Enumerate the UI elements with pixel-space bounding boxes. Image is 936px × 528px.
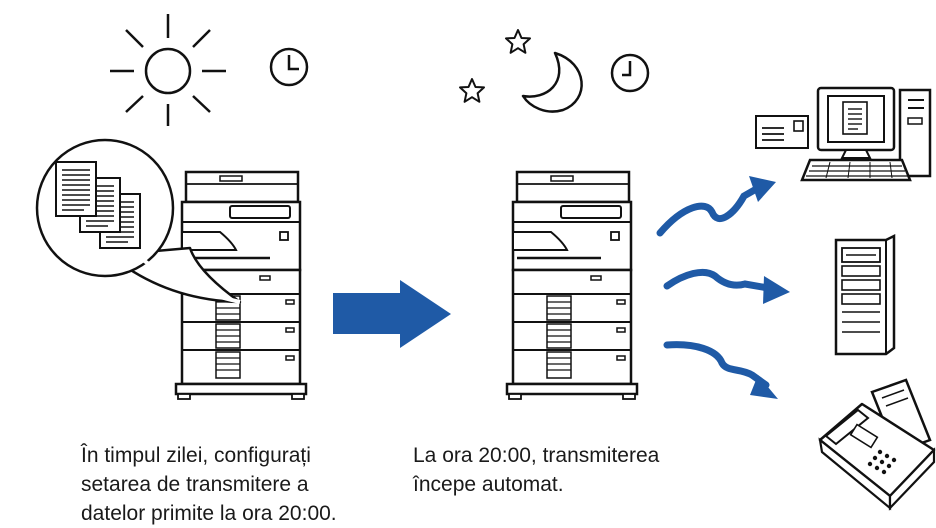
caption-line: începe automat. [413, 473, 564, 496]
curved-arrow-icon [663, 341, 778, 399]
star-icon [505, 29, 531, 54]
curved-arrow-icon [656, 176, 776, 237]
file-server-icon [834, 233, 896, 356]
caption-line: În timpul zilei, configurați [81, 444, 311, 467]
caption-line: La ora 20:00, transmiterea [413, 444, 660, 467]
caption-line: setarea de transmitere a [81, 473, 309, 496]
email-envelope-icon [755, 115, 809, 149]
clock-icon [610, 53, 650, 93]
curved-arrow-icon [663, 268, 790, 304]
fax-machine-icon [818, 378, 936, 511]
sun-icon [110, 14, 226, 126]
right-arrow-icon [333, 280, 451, 348]
desktop-computer-icon [800, 86, 932, 182]
clock-icon [269, 47, 309, 87]
moon-icon [521, 51, 583, 113]
caption-night: La ora 20:00, transmiterea începe automa… [413, 441, 659, 499]
document-stack-icon [35, 138, 242, 304]
caption-daytime: În timpul zilei, configurați setarea de … [81, 441, 337, 528]
star-icon [459, 78, 485, 103]
multifunction-printer-icon [505, 170, 639, 401]
caption-line: datelor primite la ora 20:00. [81, 502, 337, 525]
